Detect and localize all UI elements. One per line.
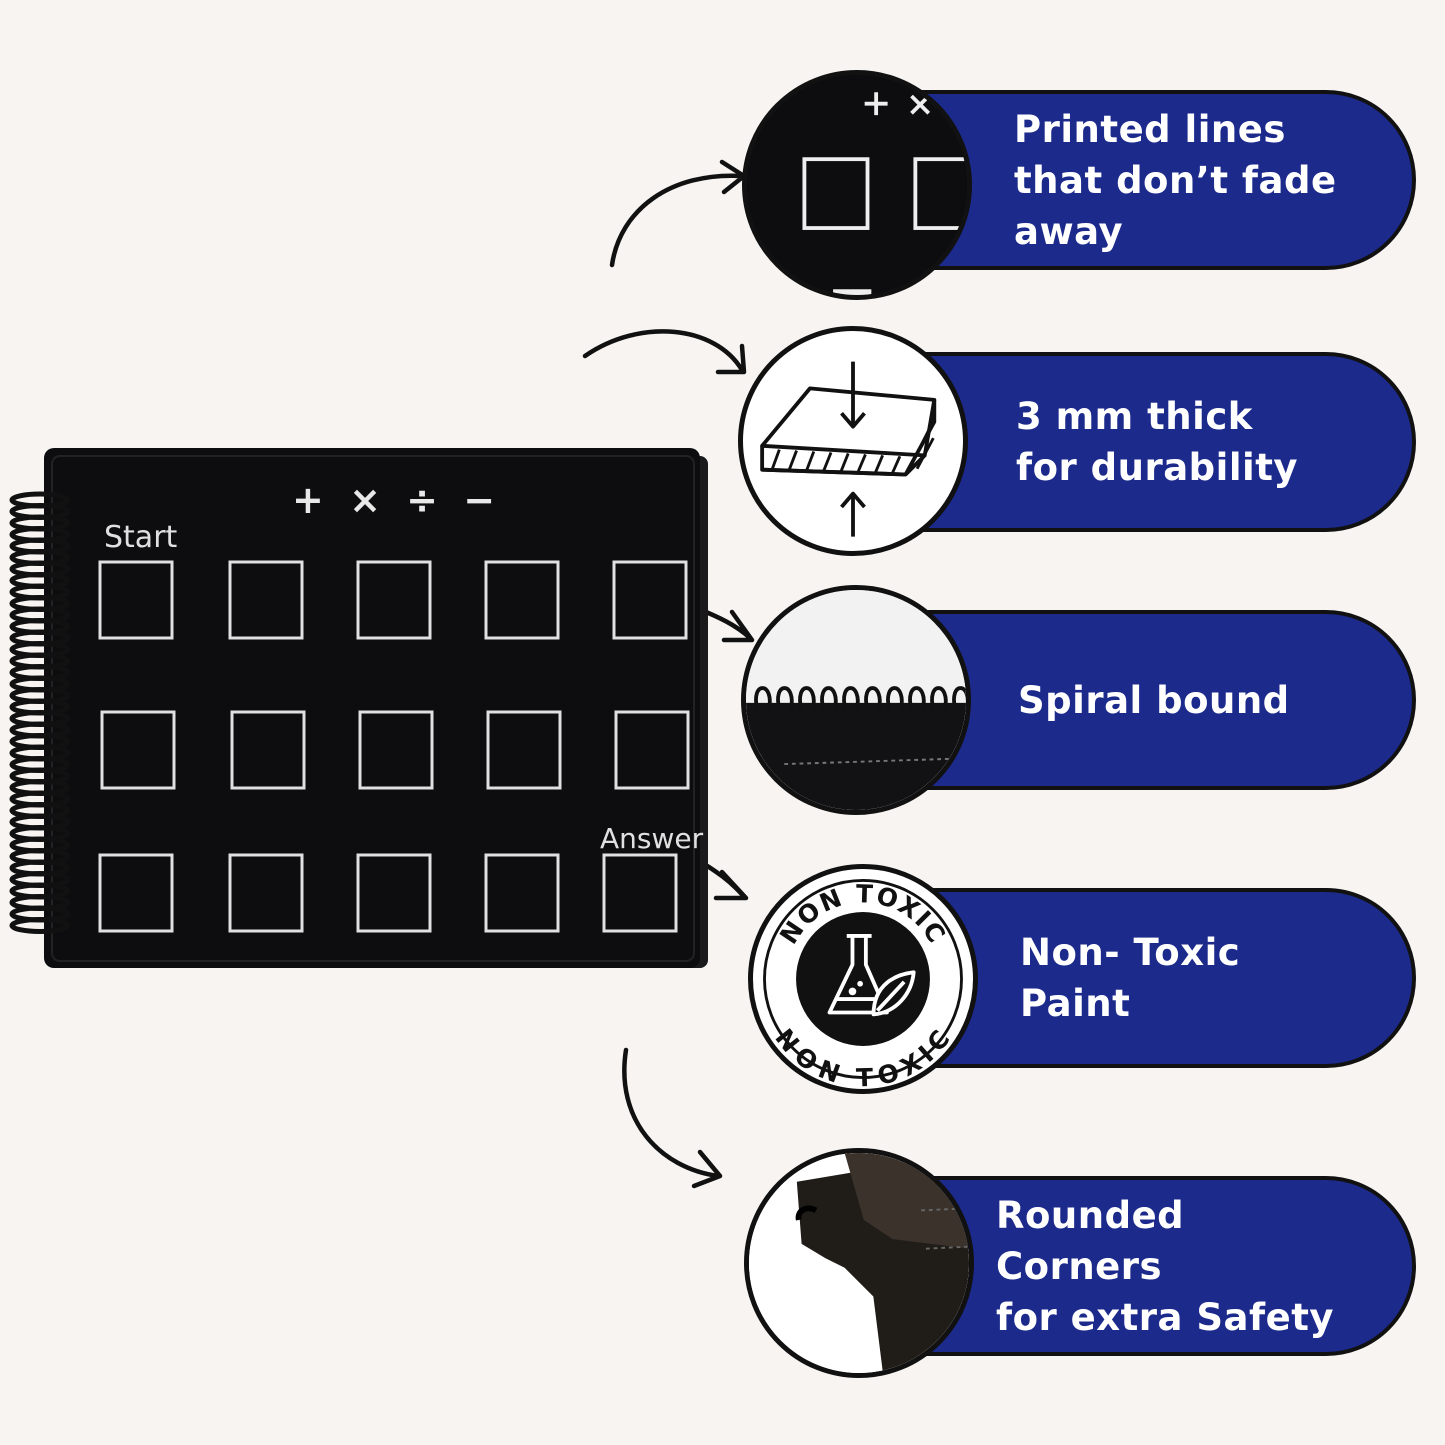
spiral-loop [798, 686, 816, 711]
spiral-loop [908, 686, 926, 711]
answer-box [358, 710, 434, 790]
answer-box [612, 560, 688, 640]
printed-lines-closeup-icon [742, 70, 972, 300]
feature-text: Spiral bound [1018, 678, 1290, 722]
spiral-loop [930, 686, 948, 711]
feature-pill-rounded-corners: Rounded Corners for extra Safety [900, 1176, 1416, 1356]
answer-box [98, 853, 174, 933]
answer-box [100, 710, 176, 790]
spiral-coil [9, 917, 71, 934]
answer-box [230, 710, 306, 790]
answer-box [484, 853, 560, 933]
arrow-1 [609, 159, 747, 268]
start-label: Start [104, 520, 178, 555]
spiral-notebook-image [9, 448, 708, 968]
feature-text: Printed lines that don’t fade away [1014, 107, 1337, 253]
non-toxic-seal-icon: NON TOXIC NON TOXIC [748, 864, 978, 1094]
feature-pill-printed-lines: Printed lines that don’t fade away [900, 90, 1416, 270]
rounded-corners-closeup-icon [744, 1148, 974, 1378]
feature-pill-thickness: 3 mm thick for durability [900, 352, 1416, 532]
answer-box [356, 560, 432, 640]
operators-text: + × ÷ − [292, 478, 502, 522]
answer-box [228, 853, 304, 933]
answer-box [602, 853, 678, 933]
feature-text: 3 mm thick for durability [1016, 395, 1299, 489]
spiral-loop [820, 686, 838, 711]
answer-boxes [98, 560, 690, 933]
arrow-5 [622, 1047, 723, 1189]
answer-box [486, 710, 562, 790]
spiral-coils [9, 491, 71, 934]
feature-text: Non- Toxic Paint [1020, 931, 1241, 1025]
spiral-loop [886, 686, 904, 711]
spiral-loop [952, 686, 966, 711]
spiral-loop [842, 686, 860, 711]
board-thickness-icon [738, 326, 968, 556]
arrow-2 [582, 329, 747, 375]
spiral-loop [754, 686, 772, 711]
spiral-binding-closeup-icon [741, 585, 971, 815]
answer-label: Answer [600, 822, 704, 855]
spiral-loop [864, 686, 882, 711]
answer-box [98, 560, 174, 640]
feature-text: Rounded Corners for extra Safety [996, 1193, 1335, 1339]
answer-box [614, 710, 690, 790]
spiral-loop [776, 686, 794, 711]
feature-pill-spiral: Spiral bound [900, 610, 1416, 790]
answer-box [484, 560, 560, 640]
answer-box [228, 560, 304, 640]
answer-box [356, 853, 432, 933]
